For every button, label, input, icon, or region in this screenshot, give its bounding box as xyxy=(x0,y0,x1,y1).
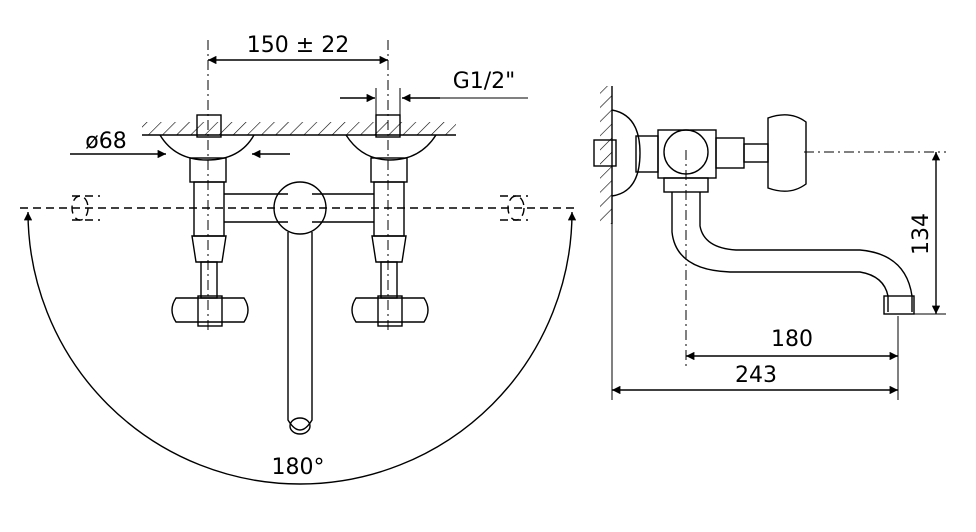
valve-body-right xyxy=(373,181,405,237)
rotation-arc xyxy=(23,211,577,485)
stem-left xyxy=(200,261,218,299)
side-outlet xyxy=(883,295,915,315)
bonnet-right xyxy=(371,235,407,263)
side-wall-hatch xyxy=(600,86,612,224)
side-spout-outer xyxy=(671,192,889,312)
thread-label: G1/2" xyxy=(453,69,516,94)
stem-right xyxy=(380,261,398,299)
handle-left xyxy=(171,297,249,323)
spout-front xyxy=(287,232,313,431)
spout-outlet xyxy=(289,417,311,435)
bonnet-left xyxy=(191,235,227,263)
side-view xyxy=(593,86,946,400)
handle-hub-right xyxy=(377,295,403,327)
projection-label: 180 xyxy=(771,327,813,352)
side-spout-inner xyxy=(699,192,913,312)
side-handle xyxy=(767,114,807,192)
angle-label: 180° xyxy=(272,455,325,480)
handle-right xyxy=(351,297,429,323)
crossbar xyxy=(224,193,374,223)
side-rosette xyxy=(611,109,641,197)
handle-hub-left xyxy=(197,295,223,327)
rosette-right xyxy=(345,134,437,161)
nut-right xyxy=(370,157,408,183)
valve-body-left xyxy=(193,181,225,237)
rosette-left xyxy=(159,134,255,161)
side-bonnet xyxy=(715,137,745,169)
side-stem xyxy=(743,143,769,163)
diameter-label: ø68 xyxy=(85,129,126,154)
depth-label: 243 xyxy=(735,363,777,388)
wall-hatch xyxy=(142,122,456,135)
side-inlet xyxy=(593,139,617,167)
spacing-label: 150 ± 22 xyxy=(247,33,349,58)
height-label: 134 xyxy=(909,213,934,255)
handle-rotation-positions xyxy=(20,195,578,221)
inlet-left xyxy=(196,114,222,138)
front-view xyxy=(20,40,578,485)
